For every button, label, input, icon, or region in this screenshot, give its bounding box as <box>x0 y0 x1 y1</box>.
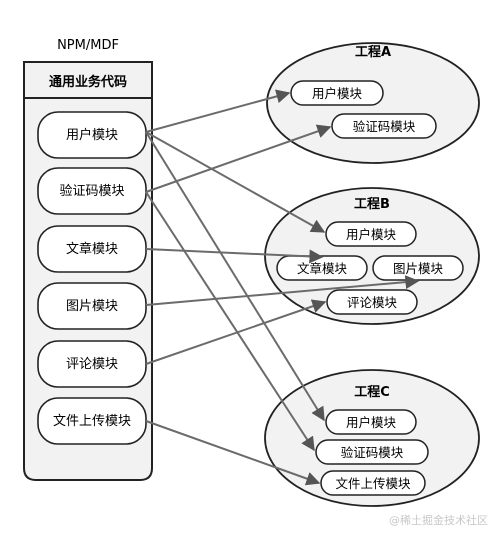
library-module-5-label: 评论模块 <box>66 357 118 372</box>
library-module-4-label: 图片模块 <box>66 299 118 314</box>
project-b-module-2: 文章模块 <box>276 255 368 281</box>
project-a-module-1: 用户模块 <box>290 80 384 106</box>
link-captcha-to-a <box>145 124 332 193</box>
project-a-module-2: 验证码模块 <box>331 113 437 139</box>
project-b-module-2-label: 文章模块 <box>297 261 348 276</box>
project-c-module-3: 文件上传模块 <box>320 470 426 496</box>
library-module-6-label: 文件上传模块 <box>53 414 131 429</box>
project-c: 工程C 用户模块 验证码模块 文件上传模块 <box>264 369 480 507</box>
links <box>145 89 420 486</box>
library-module-2-label: 验证码模块 <box>59 183 124 199</box>
library-module-6: 文件上传模块 <box>37 397 147 445</box>
link-user-to-a <box>145 89 291 133</box>
link-captcha-to-c <box>145 191 315 452</box>
project-c-module-3-label: 文件上传模块 <box>335 476 411 491</box>
project-c-title: 工程C <box>354 385 390 400</box>
project-c-module-2-label: 验证码模块 <box>341 445 404 460</box>
project-a: 工程A 用户模块 验证码模块 <box>266 42 480 164</box>
library-module-3: 文章模块 <box>37 225 147 273</box>
project-b-module-4-label: 评论模块 <box>347 295 398 310</box>
library-module-2: 验证码模块 <box>37 167 147 215</box>
project-b-module-1: 用户模块 <box>325 221 417 247</box>
library-title: NPM/MDF <box>57 38 119 53</box>
project-a-module-2-label: 验证码模块 <box>353 119 416 134</box>
library-module-1: 用户模块 <box>37 111 147 159</box>
link-upload-to-c <box>145 420 321 486</box>
project-c-module-1-label: 用户模块 <box>346 415 397 430</box>
link-image-to-b <box>145 275 420 306</box>
library-header: 通用业务代码 <box>49 74 127 90</box>
library-module-3-label: 文章模块 <box>66 241 118 257</box>
project-c-module-2: 验证码模块 <box>315 439 429 465</box>
project-b-module-3: 图片模块 <box>372 255 464 281</box>
link-user-to-c <box>145 131 325 422</box>
project-b-module-1-label: 用户模块 <box>346 227 397 242</box>
library-module-4: 图片模块 <box>37 282 147 330</box>
library-module-1-label: 用户模块 <box>66 127 118 143</box>
link-article-to-b <box>145 248 324 264</box>
link-comment-to-b <box>145 299 327 365</box>
project-b-title: 工程B <box>354 197 390 212</box>
watermark: @稀土掘金技术社区 <box>389 513 488 527</box>
project-b-module-3-label: 图片模块 <box>393 261 444 276</box>
library-module-5: 评论模块 <box>37 340 147 388</box>
project-a-title: 工程A <box>355 45 391 60</box>
project-c-module-1: 用户模块 <box>325 409 417 435</box>
project-b-module-4: 评论模块 <box>326 289 418 315</box>
project-a-module-1-label: 用户模块 <box>312 86 363 101</box>
link-user-to-b <box>145 131 326 233</box>
